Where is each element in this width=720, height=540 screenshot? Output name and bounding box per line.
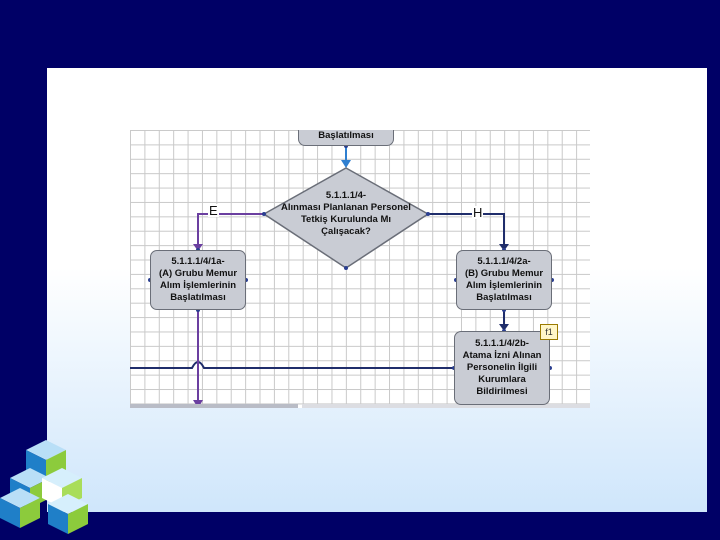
step-box-b-group: 5.1.1.1/4/2a- (B) Grubu Memur Alım İşlem… [456, 250, 552, 310]
flowchart-diagram: Başlatılması 5.1.1.1/4- Alınması Planlan… [130, 130, 590, 408]
step-box-notify: 5.1.1.1/4/2b- Atama İzni Alınan Personel… [454, 331, 550, 405]
previous-step-label: Başlatılması [318, 130, 374, 141]
connector-yes-branch [197, 213, 264, 248]
reference-tag: f1 [540, 324, 558, 340]
connector-yes-branch-head [193, 244, 203, 251]
arrow-into-decision-head [341, 160, 351, 168]
connector-no-branch [428, 213, 505, 248]
connector-no-branch-head [499, 244, 509, 251]
connector-horizontal [130, 361, 454, 369]
flowchart-connectors [130, 144, 590, 408]
cube-bottom-left [0, 488, 40, 528]
page-edge-bar-2 [302, 404, 590, 408]
step-box-a-group: 5.1.1.1/4/1a- (A) Grubu Memur Alım İşlem… [150, 250, 246, 310]
branch-label-yes: E [208, 203, 219, 218]
branch-label-no: H [472, 205, 484, 220]
page-edge-bar [130, 404, 298, 408]
cube-bottom-right [48, 494, 88, 534]
cube-logo-icon [0, 440, 88, 534]
previous-step-box: Başlatılması [298, 130, 394, 146]
connector-right-down-head [499, 324, 509, 331]
decision-label: 5.1.1.1/4- Alınması Planlanan Personel T… [281, 190, 411, 237]
